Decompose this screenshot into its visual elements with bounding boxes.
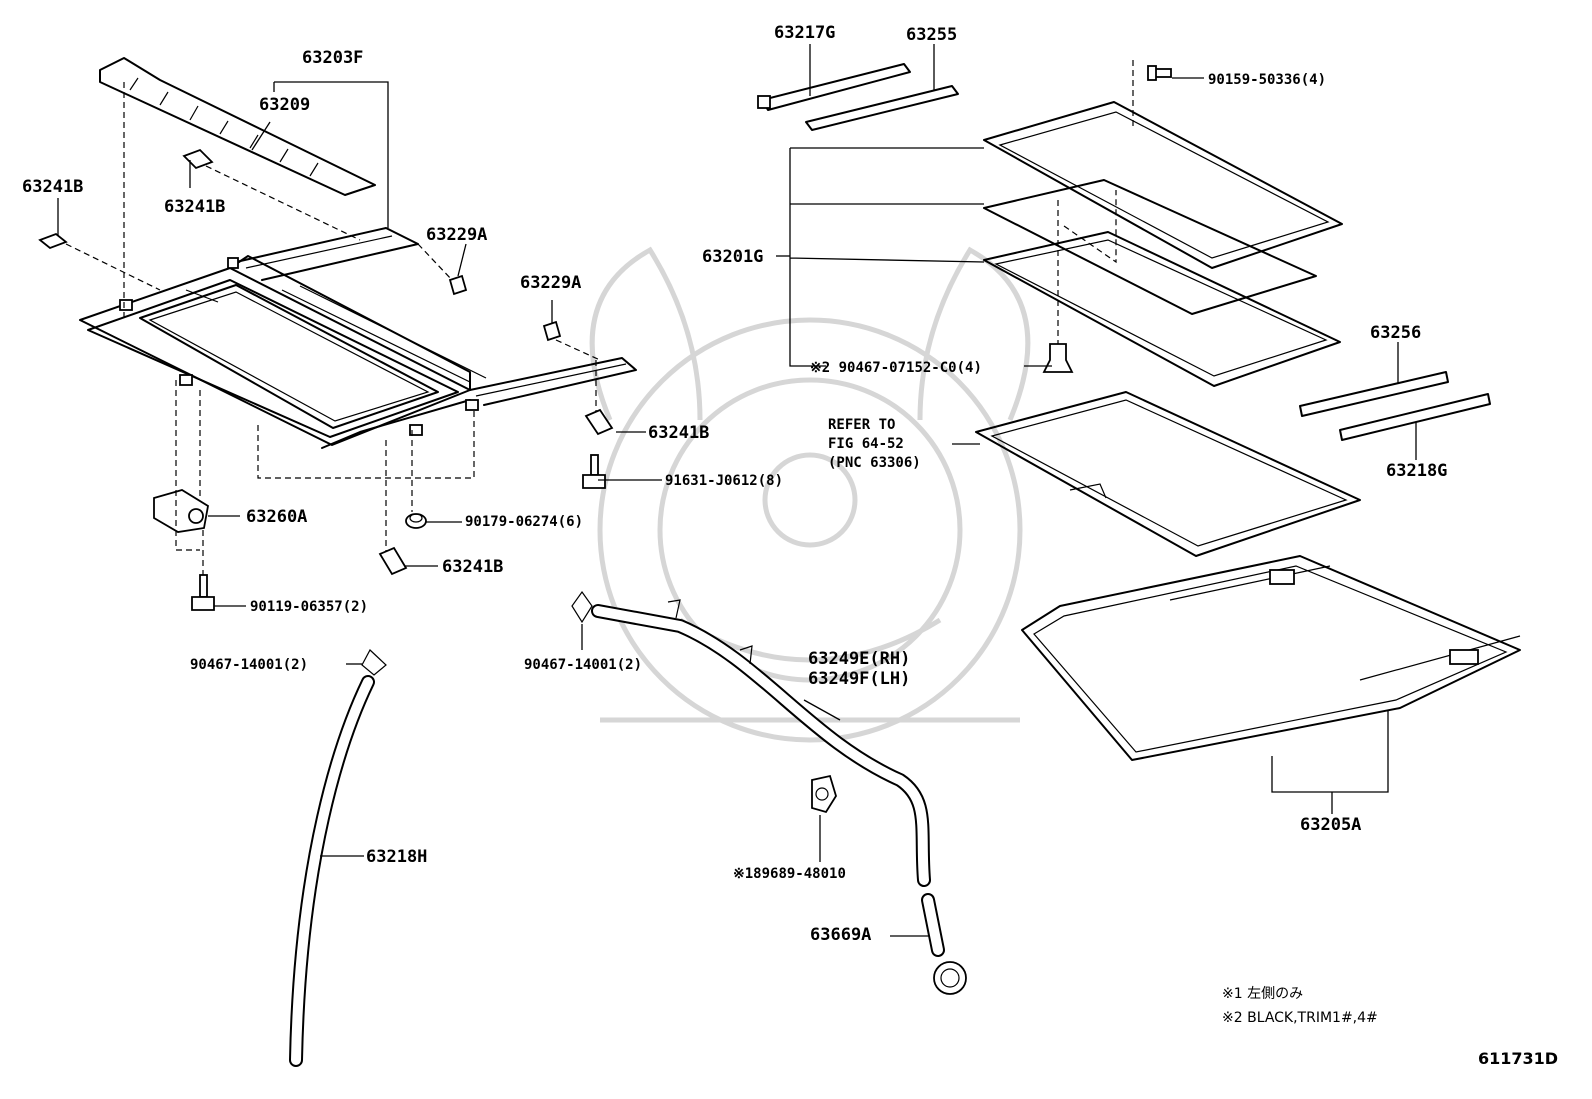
washer-nut-icon	[405, 513, 427, 529]
label-63255: 63255	[906, 25, 957, 45]
refer-line-2: FIG 64-52	[828, 436, 904, 452]
hose-clamp-icon	[361, 590, 593, 676]
label-90159-50336: 90159-50336(4)	[1208, 72, 1326, 88]
label-63218H: 63218H	[366, 847, 427, 867]
label-63201G: 63201G	[702, 247, 763, 267]
figure-id: 611731D	[1478, 1049, 1558, 1068]
label-63241B-upper: 63241B	[164, 197, 225, 217]
label-63217G: 63217G	[774, 23, 835, 43]
sunroof-housing-frame	[79, 227, 637, 449]
label-63229A-right: 63229A	[520, 273, 581, 293]
sunroof-motor	[153, 489, 209, 533]
label-63209: 63209	[259, 95, 310, 115]
footnote-2: ※2 BLACK,TRIM1#,4#	[1222, 1010, 1378, 1026]
footnotes: ※1 左側のみ ※2 BLACK,TRIM1#,4#	[1222, 986, 1378, 1026]
hose-grommet	[921, 893, 967, 995]
label-90179-06274: 90179-06274(6)	[465, 514, 583, 530]
label-63256: 63256	[1370, 323, 1421, 343]
wind-deflector	[99, 57, 376, 196]
sunshade-panel	[975, 391, 1361, 557]
label-63249E: 63249E(RH)	[808, 649, 910, 669]
label-90119-06357: 90119-06357(2)	[250, 599, 368, 615]
label-63249F: 63249F(LH)	[808, 669, 910, 689]
glass-bolt-clip	[1042, 343, 1074, 373]
moon-roof-glass-assembly	[983, 101, 1343, 387]
label-63241B-right: 63241B	[648, 423, 709, 443]
label-63241B-left: 63241B	[22, 177, 83, 197]
label-63669A: 63669A	[810, 925, 871, 945]
clip-bracket-icon	[38, 148, 614, 576]
label-63203F: 63203F	[302, 48, 363, 68]
label-90467-07152-C0: ※2 90467-07152-C0(4)	[810, 360, 982, 376]
bolt-icon	[191, 65, 1172, 611]
label-63260A: 63260A	[246, 507, 307, 527]
hose-clip	[811, 774, 837, 814]
footnote-1: ※1 左側のみ	[1222, 986, 1303, 1002]
label-189689-48010: ※189689-48010	[733, 866, 846, 882]
label-63241B-lower: 63241B	[442, 557, 503, 577]
glass-seal-strips	[757, 63, 959, 131]
label-63205A: 63205A	[1300, 815, 1361, 835]
refer-line-3: (PNC 63306)	[828, 455, 921, 471]
drain-hose-rear	[591, 599, 931, 887]
label-90467-14001-left: 90467-14001(2)	[190, 657, 308, 673]
label-91631-J0612: 91631-J0612(8)	[665, 473, 783, 489]
drain-hose-front	[289, 675, 375, 1067]
nut-icon	[448, 274, 562, 342]
side-garnish-rails	[1299, 371, 1491, 441]
right-dashed-guides	[1057, 60, 1134, 344]
part-number-labels: 63203F 63209 63241B 63241B 63229A 63229A…	[22, 23, 1447, 945]
drive-cable-frame	[1021, 555, 1521, 761]
leader-lines	[57, 44, 1417, 937]
alignment-guides	[65, 82, 601, 575]
refer-line-1: REFER TO	[828, 417, 895, 433]
refer-to-note: REFER TO FIG 64-52 (PNC 63306)	[828, 417, 921, 471]
label-63229A-upper: 63229A	[426, 225, 487, 245]
label-90467-14001-right: 90467-14001(2)	[524, 657, 642, 673]
label-63218G: 63218G	[1386, 461, 1447, 481]
